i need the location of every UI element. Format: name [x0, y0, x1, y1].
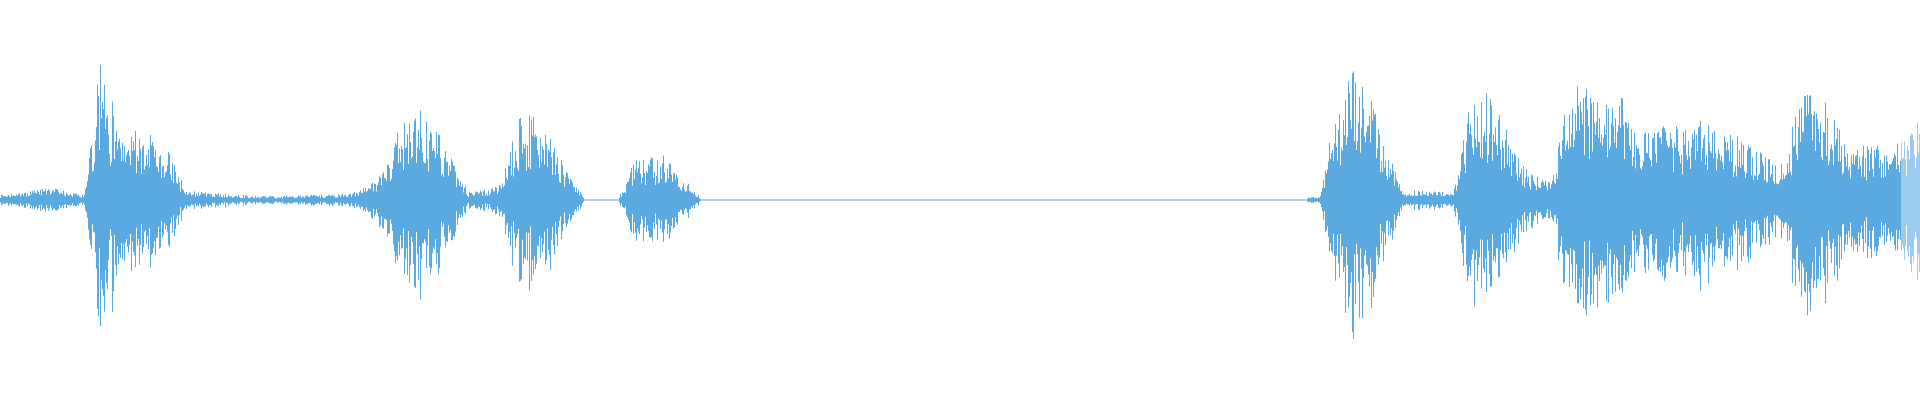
waveform-bars — [0, 65, 1920, 339]
